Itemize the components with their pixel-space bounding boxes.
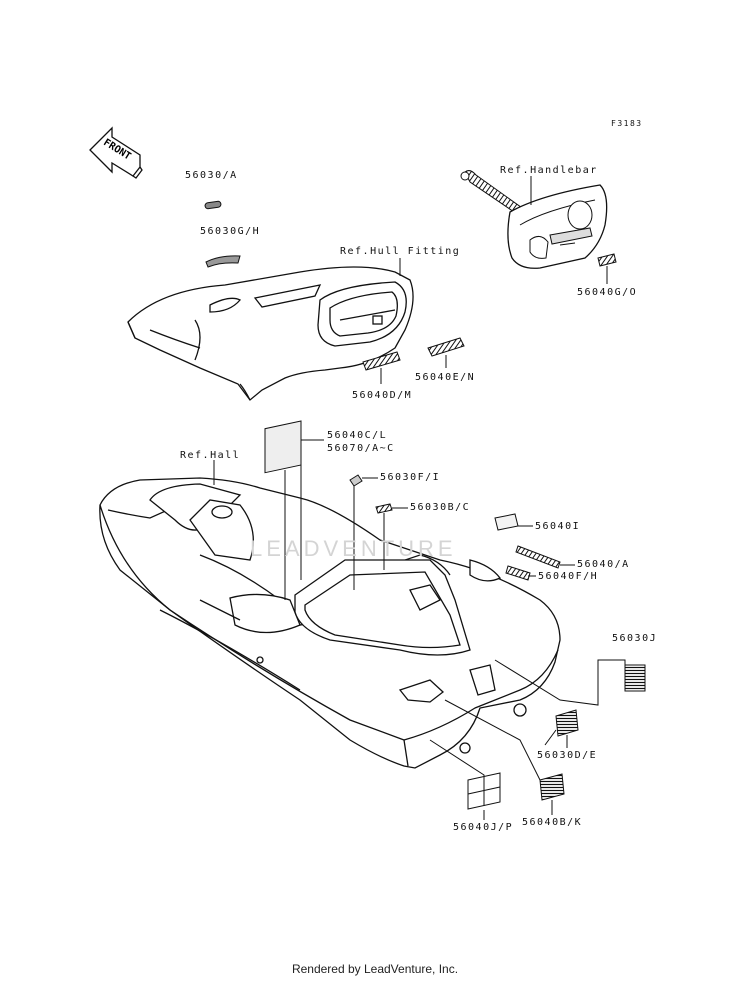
decal-56030de (555, 709, 579, 737)
label-56030f-i: 56030F/I (380, 472, 441, 483)
decal-56040en (427, 337, 465, 357)
label-56040e-n: 56040E/N (415, 372, 476, 383)
decal-56030bc (375, 503, 393, 514)
watermark: LEADVENTURE (250, 536, 457, 561)
label-56030d-e: 56030D/E (537, 750, 598, 761)
label-56030b-c: 56030B/C (410, 502, 471, 513)
label-ref-hall: Ref.Hall (180, 450, 241, 461)
decal-56030gh (205, 255, 241, 268)
label-56040f-h: 56040F/H (538, 571, 599, 582)
label-56030g-h: 56030G/H (200, 226, 261, 237)
decal-56040dm (362, 351, 401, 371)
decal-56040fh (505, 565, 531, 581)
label-ref-handlebar: Ref.Handlebar (500, 165, 598, 176)
decal-56040a (515, 545, 561, 569)
decal-56030fi (349, 474, 363, 487)
label-56040-a: 56040/A (577, 559, 630, 570)
label-56040d-m: 56040D/M (352, 390, 413, 401)
label-56040b-k: 56040B/K (522, 817, 583, 828)
label-56040c-l: 56040C/L (327, 430, 388, 441)
decal-56040cl (264, 420, 302, 474)
decal-56030a (204, 200, 222, 210)
decal-56040i (494, 513, 519, 531)
label-ref-hull-fitting: Ref.Hull Fitting (340, 246, 461, 257)
label-56030j: 56030J (612, 633, 658, 644)
label-56070-a-c: 56070/A~C (327, 443, 395, 454)
figure-code: F3183 (611, 119, 643, 128)
decal-56040go (597, 253, 617, 267)
decal-56030j (624, 664, 646, 692)
label-56030-a: 56030/A (185, 170, 238, 181)
seat-hull-fitting (127, 266, 414, 401)
leader-lines (213, 176, 626, 820)
front-arrow-icon: FRONT (89, 126, 143, 179)
footer-credit: Rendered by LeadVenture, Inc. (291, 962, 459, 976)
label-56040g-o: 56040G/O (577, 287, 638, 298)
decal-56040jp (467, 772, 501, 810)
label-56040i: 56040I (535, 521, 581, 532)
label-56040j-p: 56040J/P (453, 822, 514, 833)
decal-56040bk (539, 773, 565, 801)
handlebar (460, 170, 608, 269)
main-hull (99, 477, 561, 769)
